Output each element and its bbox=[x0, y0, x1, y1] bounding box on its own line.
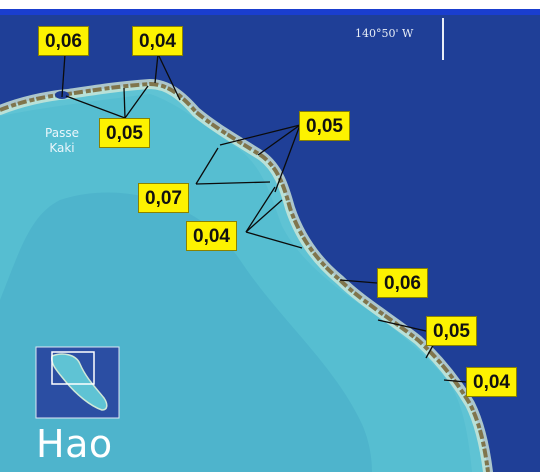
top-margin bbox=[0, 0, 540, 9]
value-label-9: 0,04 bbox=[466, 367, 517, 397]
value-label-4: 0,05 bbox=[299, 111, 350, 141]
leader-l6c bbox=[245, 231, 303, 249]
leader-l6a bbox=[245, 186, 276, 233]
leader-l4a bbox=[219, 124, 301, 146]
leader-l4b bbox=[257, 124, 301, 156]
value-label-6: 0,04 bbox=[186, 221, 237, 251]
value-label-8: 0,05 bbox=[426, 316, 477, 346]
reef-islets bbox=[0, 81, 490, 472]
leader-l5b bbox=[195, 181, 271, 185]
value-label-5: 0,07 bbox=[138, 183, 189, 213]
lagoon bbox=[0, 84, 488, 472]
pass-name: Passe Kaki bbox=[40, 126, 84, 156]
longitude-label: 140°50' W bbox=[355, 27, 414, 40]
leader-l3c bbox=[124, 85, 149, 119]
leader-l5a bbox=[195, 147, 219, 185]
pass-name-line1: Passe bbox=[45, 126, 79, 140]
leader-l3a bbox=[65, 95, 126, 119]
leader-l7 bbox=[339, 279, 378, 284]
value-label-3: 0,05 bbox=[99, 118, 150, 148]
leader-l4c bbox=[274, 124, 301, 193]
leader-l3b bbox=[123, 87, 126, 119]
leader-l2b bbox=[157, 53, 181, 101]
leader-l2a bbox=[154, 53, 159, 84]
leader-lines bbox=[61, 53, 467, 383]
place-name: Hao bbox=[36, 422, 113, 466]
value-label-7: 0,06 bbox=[377, 268, 428, 298]
leader-l1 bbox=[61, 53, 66, 98]
value-label-2: 0,04 bbox=[132, 26, 183, 56]
value-label-1: 0,06 bbox=[38, 26, 89, 56]
pass-name-line2: Kaki bbox=[49, 141, 75, 155]
atoll-inset-map bbox=[35, 346, 120, 419]
leader-l6b bbox=[245, 199, 283, 233]
leader-l8a bbox=[377, 319, 427, 332]
leader-l9 bbox=[443, 379, 467, 383]
top-rule bbox=[0, 9, 540, 15]
